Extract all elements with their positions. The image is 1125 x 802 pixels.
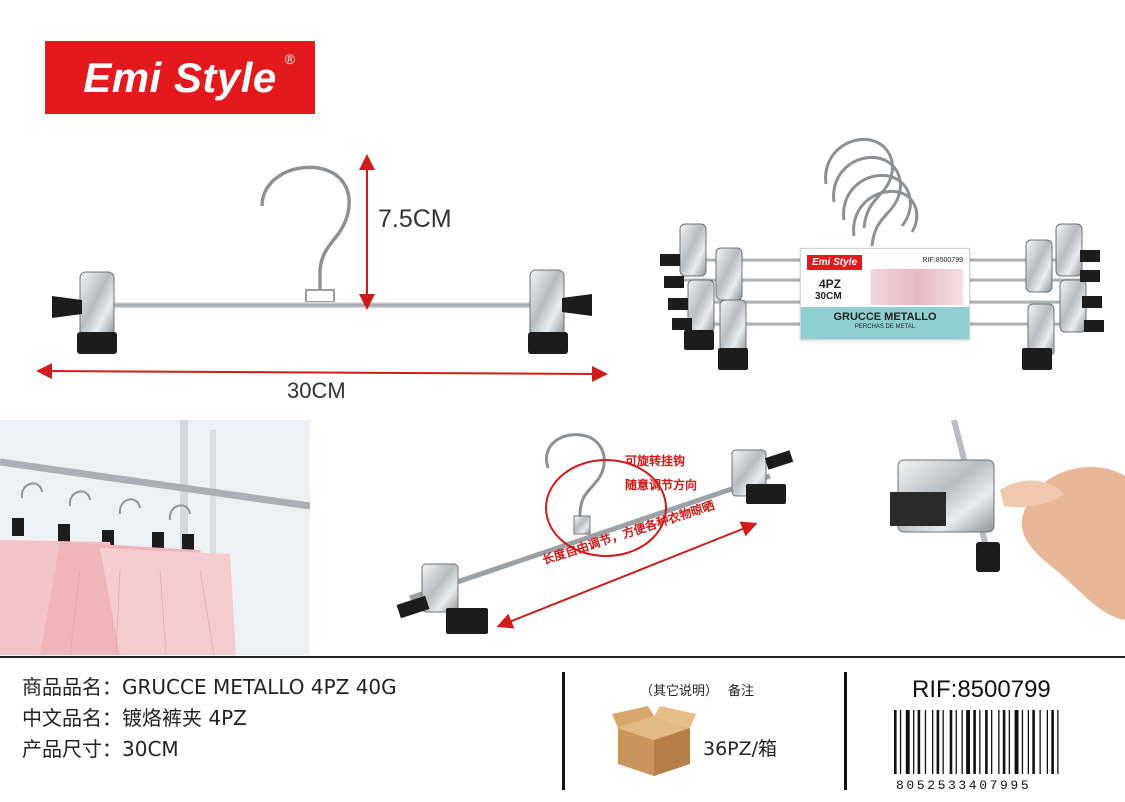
product-size-value: 30CM [122,737,179,761]
barcode-bar [961,710,963,774]
barcode-bar [1039,710,1041,774]
brand-name: Emi Style [83,53,277,101]
product-name-label: 商品品名： [22,675,122,699]
barcode-bar [991,710,993,774]
width-arrow [36,363,608,382]
package-photo [871,269,963,305]
barcode-bar [1014,710,1019,774]
barcode-icon [894,710,1059,774]
clip-detail-photo [880,420,1125,655]
barcode-bar [1002,710,1006,774]
rotate-hook-note: 可旋转挂钩 [625,454,686,468]
divider [844,672,847,790]
barcode-bar [955,710,957,774]
barcode-bar [985,710,988,774]
barcode-bar [998,710,1000,774]
barcode-bar [1032,710,1035,774]
chinese-name-row: 中文品名：镀烙裤夹 4PZ [22,703,542,734]
barcode-bar [936,710,940,774]
divider [562,672,565,790]
package-subtitle: PERCHAS DE METAL [854,324,916,330]
right-clip [528,269,592,354]
barcode-bar [1008,710,1010,774]
barcode-bar [979,710,981,774]
barcode-bar [1046,710,1048,774]
main-hanger [52,165,592,354]
clip-detail-illustration [880,420,1125,655]
barcode-bar [913,710,915,774]
width-dimension: 30CM [287,378,346,403]
other-notes-label: （其它说明） [640,684,719,699]
remark-label: 备注 [728,684,755,699]
chinese-name-value: 镀烙裤夹 4PZ [122,706,247,730]
product-name-row: 商品品名：GRUCCE METALLO 4PZ 40G [22,672,542,703]
rif-code: RIF:8500799 [912,676,1051,703]
package-rif: RIF:8500799 [922,257,963,264]
barcode-bar [905,710,910,774]
photo-strip [0,420,1125,655]
barcode-number: 8052533407995 [896,778,1032,793]
notes: （其它说明） 备注 [640,680,754,699]
product-size-row: 产品尺寸：30CM [22,734,542,765]
barcode-bar [973,710,976,774]
barcode-bar [917,710,921,774]
usage-photo [0,420,310,655]
barcode-bar [894,710,897,774]
barcode-bar [966,710,970,774]
identifier-block: RIF:8500799 8052533407995 [880,674,1100,794]
feature-illustration [396,433,794,634]
product-name-value: GRUCCE METALLO 4PZ 40G [122,675,397,699]
package-band: GRUCCE METALLO PERCHAS DE METAL [801,307,969,339]
package-quantity: 4PZ [819,277,842,291]
barcode-bar [932,710,934,774]
package-title: GRUCCE METALLO [833,311,937,323]
barcode-bar [899,710,902,774]
carton-quantity: 36PZ/箱 [703,738,778,760]
package-label: Emi Style RIF:8500799 4PZ 30CM GRUCCE ME… [800,248,970,340]
registered-mark: ® [284,51,295,67]
carton-info: （其它说明） 备注 36PZ/箱 [590,676,830,796]
barcode-bar [949,710,953,774]
chinese-name-label: 中文品名： [22,706,122,730]
carton-box-icon [612,706,696,776]
barcode-bar [1027,710,1029,774]
usage-photo-illustration [0,420,310,655]
height-dimension: 7.5CM [378,205,452,233]
barcode-bar [1057,710,1059,774]
rotate-direction-note: 随意调节方向 [625,478,698,492]
product-size-label: 产品尺寸： [22,737,122,761]
product-info: 商品品名：GRUCCE METALLO 4PZ 40G 中文品名：镀烙裤夹 4P… [22,672,542,765]
package-brand: Emi Style [807,255,863,270]
package-size: 30CM [815,291,842,302]
left-clip [52,271,117,354]
barcode-bar [1051,710,1054,774]
barcode-bar [924,710,927,774]
feature-photo [380,420,800,655]
barcode-bar [1021,710,1024,774]
info-footer: 商品品名：GRUCCE METALLO 4PZ 40G 中文品名：镀烙裤夹 4P… [0,656,1125,802]
brand-logo: Emi Style ® [45,41,315,114]
barcode-bar [942,710,944,774]
